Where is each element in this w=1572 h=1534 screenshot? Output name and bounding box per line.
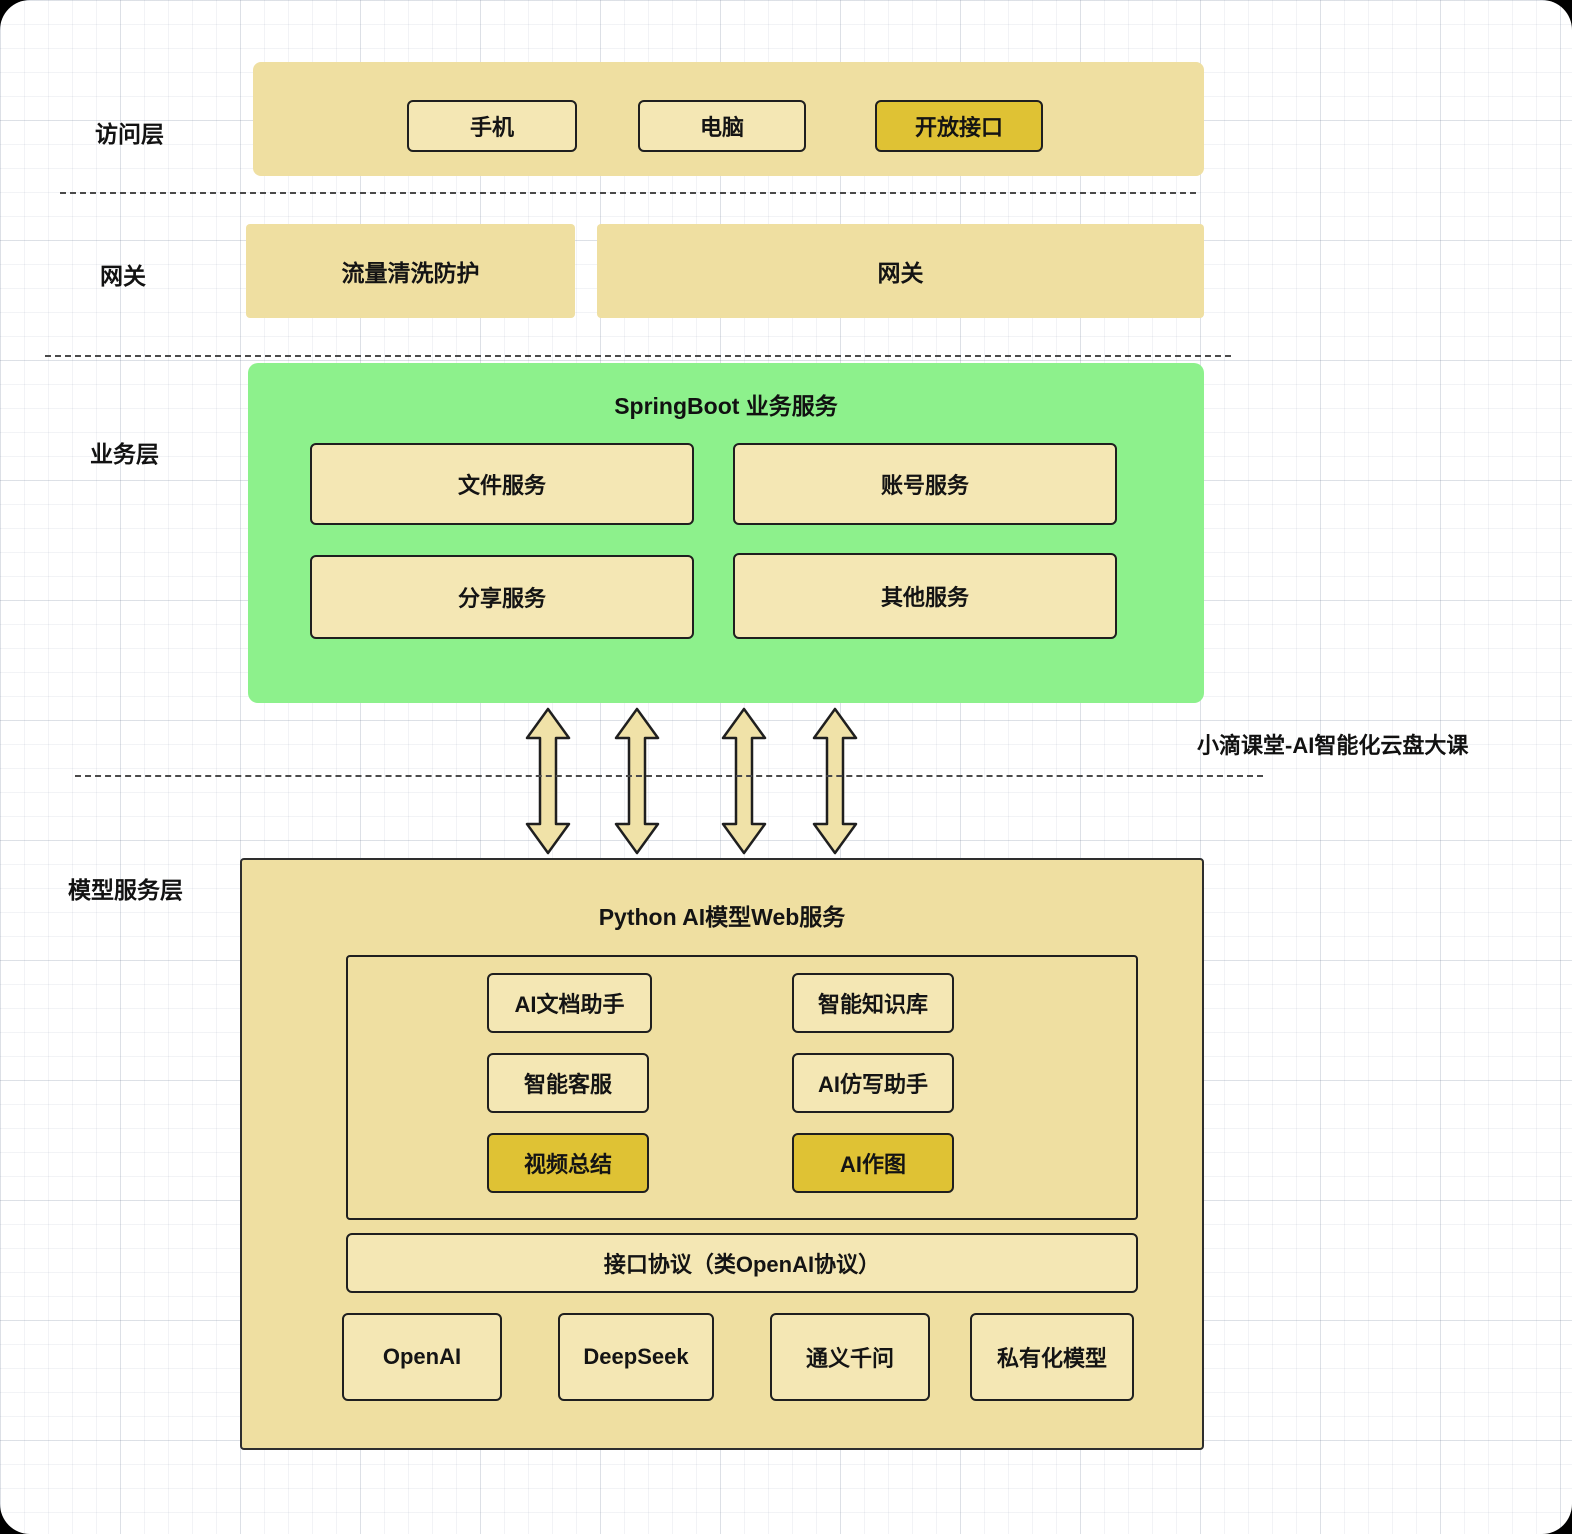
course-annotation: 小滴课堂-AI智能化云盘大课: [1197, 733, 1469, 758]
video-summary-node[interactable]: 视频总结: [487, 1133, 649, 1193]
open-api-node[interactable]: 开放接口: [875, 100, 1043, 152]
business-layer-label: 业务层: [90, 441, 159, 467]
access-layer-label: 访问层: [95, 121, 164, 147]
share-service-node[interactable]: 分享服务: [310, 555, 694, 639]
capability-group[interactable]: AI文档助手 智能知识库 智能客服 AI仿写助手 视频总结 AI作图: [346, 955, 1138, 1220]
gateway-node[interactable]: 网关: [597, 224, 1204, 318]
traffic-protection-node[interactable]: 流量清洗防护: [246, 224, 575, 318]
private-model-node[interactable]: 私有化模型: [970, 1313, 1134, 1401]
ai-drawing-node[interactable]: AI作图: [792, 1133, 954, 1193]
phone-node[interactable]: 手机: [407, 100, 577, 152]
python-model-container[interactable]: Python AI模型Web服务 AI文档助手 智能知识库 智能客服 AI仿写助…: [240, 858, 1204, 1450]
computer-node[interactable]: 电脑: [638, 100, 806, 152]
double-arrow-3[interactable]: [721, 706, 767, 856]
separator-business-model: [75, 775, 1263, 777]
account-service-node[interactable]: 账号服务: [733, 443, 1117, 525]
double-arrow-2[interactable]: [614, 706, 660, 856]
model-layer-label: 模型服务层: [68, 877, 183, 903]
double-arrow-4[interactable]: [812, 706, 858, 856]
springboot-container[interactable]: SpringBoot 业务服务 文件服务 账号服务 分享服务 其他服务: [248, 363, 1204, 703]
python-model-title: Python AI模型Web服务: [598, 904, 846, 930]
openai-node[interactable]: OpenAI: [342, 1313, 502, 1401]
separator-gateway-business: [45, 355, 1231, 357]
ai-doc-assistant-node[interactable]: AI文档助手: [487, 973, 652, 1033]
deepseek-node[interactable]: DeepSeek: [558, 1313, 714, 1401]
protocol-node[interactable]: 接口协议（类OpenAI协议）: [346, 1233, 1138, 1293]
tongyi-qianwen-node[interactable]: 通义千问: [770, 1313, 930, 1401]
knowledge-base-node[interactable]: 智能知识库: [792, 973, 954, 1033]
double-arrow-1[interactable]: [525, 706, 571, 856]
ai-imitation-assistant-node[interactable]: AI仿写助手: [792, 1053, 954, 1113]
springboot-container-title: SpringBoot 业务服务: [614, 393, 838, 419]
smart-customer-service-node[interactable]: 智能客服: [487, 1053, 649, 1113]
gateway-layer-label: 网关: [100, 263, 146, 289]
file-service-node[interactable]: 文件服务: [310, 443, 694, 525]
other-service-node[interactable]: 其他服务: [733, 553, 1117, 639]
separator-access-gateway: [60, 192, 1196, 194]
